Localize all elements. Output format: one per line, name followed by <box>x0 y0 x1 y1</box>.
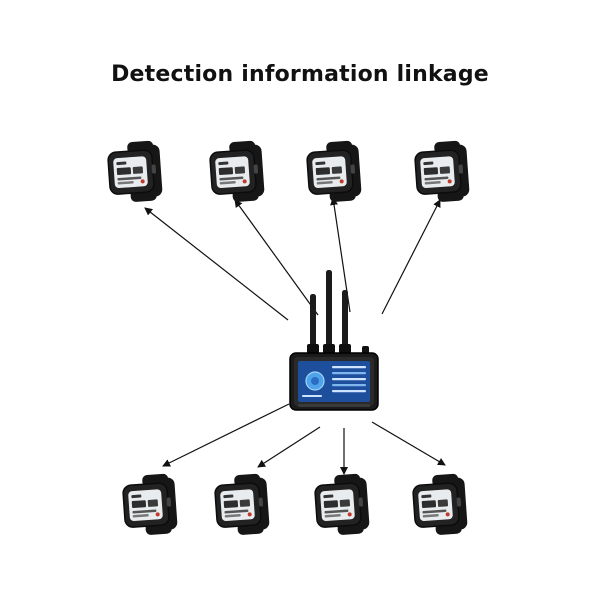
arrow-to-watch-1 <box>144 207 289 321</box>
watches-layer <box>107 140 470 535</box>
watch-5-icon <box>122 473 178 535</box>
watch-4-icon <box>414 140 470 202</box>
arrow-to-watch-6 <box>257 426 321 468</box>
arrow-to-watch-2 <box>234 199 319 316</box>
watch-1-icon <box>107 140 163 202</box>
watch-6-icon <box>214 473 270 535</box>
arrow-to-watch-4 <box>381 199 441 315</box>
arrow-to-watch-5 <box>162 403 290 467</box>
antenna-right <box>342 290 348 356</box>
hub-layer <box>289 270 379 411</box>
antenna-left <box>310 294 316 356</box>
watch-2-icon <box>209 140 265 202</box>
antenna-middle <box>326 270 332 356</box>
watch-8-icon <box>412 473 468 535</box>
links-layer <box>144 197 446 475</box>
arrow-to-watch-8 <box>371 421 446 466</box>
watch-3-icon <box>306 140 362 202</box>
tablet-with-antennas-icon <box>289 270 379 411</box>
watch-7-icon <box>314 473 370 535</box>
diagram-title: Detection information linkage <box>111 62 489 87</box>
